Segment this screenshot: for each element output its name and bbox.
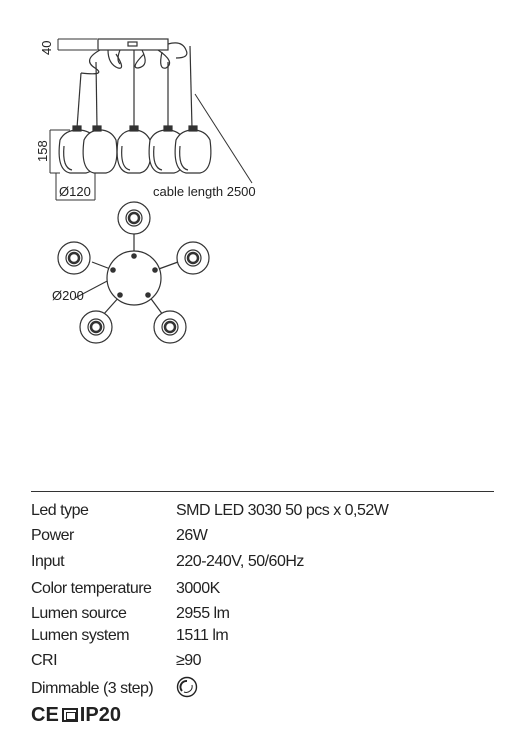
dim-40-label: 40 (39, 41, 54, 55)
spec-value: 220-240V, 50/60Hz (176, 553, 304, 570)
spec-label: Power (31, 527, 74, 544)
dim-120-label: Ø120 (59, 184, 91, 199)
spec-value: 26W (176, 527, 208, 544)
spec-label: Color temperature (31, 580, 152, 597)
dim-200-label: Ø200 (52, 288, 84, 303)
ip-rating: IP20 (79, 703, 121, 726)
shade-bottom-right (153, 310, 187, 344)
dimension-lines (49, 38, 253, 299)
spec-label: Dimmable (3 step) (31, 680, 154, 697)
spec-value: 1511 lm (176, 627, 229, 644)
shade-right (176, 241, 210, 275)
spec-label: Led type (31, 502, 89, 519)
dim-158-label: 158 (35, 140, 50, 162)
class-ii-insulation-icon (61, 707, 78, 722)
shade-top (117, 201, 151, 235)
certification-marks: CE IP20 (31, 702, 121, 726)
spec-value: 2955 lm (176, 605, 230, 622)
spec-value: SMD LED 3030 50 pcs x 0,52W (176, 502, 389, 519)
side-view (58, 38, 212, 174)
spec-label: CRI (31, 652, 58, 669)
top-view (57, 201, 210, 344)
shade-bottom-left (79, 310, 113, 344)
cable-length-label: cable length 2500 (153, 184, 256, 199)
spec-value: 3000K (176, 580, 220, 597)
ce-mark-icon: CE (31, 703, 59, 726)
dimmer-knob-icon (176, 676, 198, 698)
spec-divider (31, 491, 494, 492)
spec-label: Lumen source (31, 605, 127, 622)
technical-drawing: 40 158 Ø120 cable length 2500 Ø200 (35, 38, 256, 344)
spec-label: Lumen system (31, 627, 130, 644)
spec-label: Input (31, 553, 65, 570)
spec-value: ≥90 (176, 652, 202, 669)
shade-left (57, 241, 91, 275)
